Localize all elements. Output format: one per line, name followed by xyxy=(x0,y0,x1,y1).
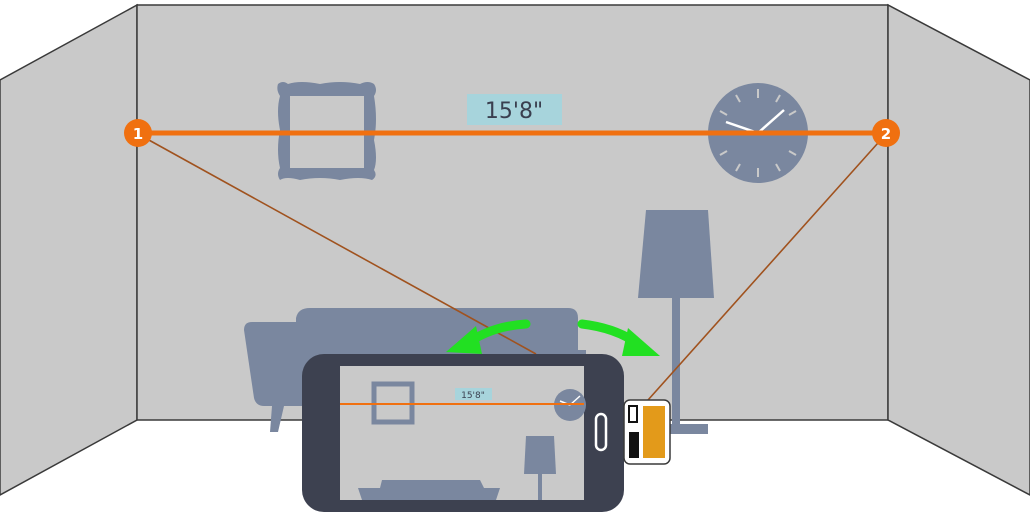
marker-2: 2 xyxy=(872,119,900,147)
picture-frame xyxy=(277,82,376,180)
marker-1: 1 xyxy=(124,119,152,147)
laser-line-left xyxy=(137,133,537,355)
curved-arrow-left-icon xyxy=(446,319,531,354)
smartphone: 15'8" xyxy=(302,354,624,512)
measurement-label: 15'8" xyxy=(467,94,562,125)
measurement-value: 15'8" xyxy=(485,99,543,124)
left-wall xyxy=(0,3,138,496)
phone-measurement-value: 15'8" xyxy=(461,391,485,401)
phone-screen-scene: 15'8" xyxy=(340,381,586,500)
marker-2-label: 2 xyxy=(881,125,891,143)
curved-arrow-right-icon xyxy=(577,319,660,356)
phone-home-button xyxy=(594,412,608,452)
floor-lamp xyxy=(638,210,714,434)
laser-device xyxy=(623,399,671,465)
right-wall xyxy=(887,3,1030,496)
marker-1-label: 1 xyxy=(133,125,143,143)
laser-line-right xyxy=(647,133,887,401)
